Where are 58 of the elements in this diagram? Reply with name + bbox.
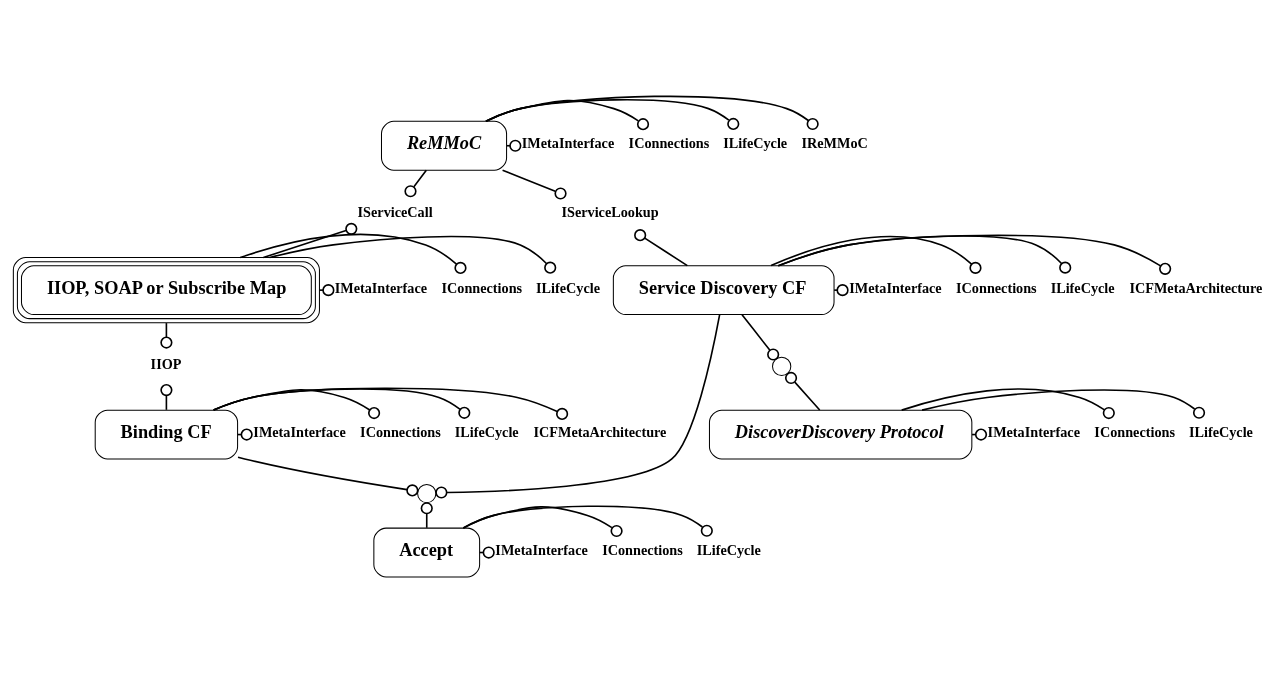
node-text: ILifeCycle (536, 279, 601, 296)
connector (634, 229, 689, 267)
connector (485, 99, 650, 131)
connector (237, 456, 419, 497)
node-text: IMetaInterface (495, 542, 588, 559)
node-text: IConnections (441, 279, 523, 296)
node-text: IServiceLookup (561, 203, 659, 220)
connector (420, 502, 433, 529)
node-text: ICFMetaArchitecture (1129, 279, 1263, 296)
connector (921, 389, 1206, 419)
node-text: IMetaInterface (334, 279, 428, 296)
node-box: IIOP, SOAP or Subscribe Map (12, 257, 320, 324)
node-text: IServiceCall (357, 203, 433, 220)
connector (501, 169, 567, 200)
node-box: Accept (373, 527, 481, 578)
connector (268, 235, 557, 274)
node-box: DiscoverDiscovery Protocol (708, 409, 973, 460)
node-box: Binding CF (94, 409, 239, 460)
node-circle (772, 356, 792, 377)
connector (435, 314, 721, 499)
connector (770, 235, 982, 274)
node-box: Service Discovery CF (612, 265, 835, 316)
connector (462, 506, 623, 538)
connector (212, 387, 569, 421)
connector (784, 371, 821, 411)
node-circle (417, 483, 437, 504)
node-text: IMetaInterface (253, 424, 346, 441)
node-text: IConnections (1094, 424, 1175, 441)
connector (262, 222, 358, 259)
connector (212, 388, 381, 420)
node-text: ILifeCycle (454, 424, 519, 441)
node-box: ReMMoC (381, 120, 508, 171)
connector (404, 169, 428, 198)
node-text: IMetaInterface (849, 279, 942, 296)
connector (900, 388, 1115, 420)
node-text: ICFMetaArchitecture (533, 424, 667, 441)
node-text: ILifeCycle (1188, 424, 1253, 441)
connector (741, 313, 780, 361)
node-text: IConnections (602, 542, 683, 559)
connector (239, 233, 467, 274)
node-text: IConnections (628, 135, 710, 152)
node-text: IMetaInterface (521, 135, 615, 152)
connector (318, 284, 335, 297)
connector (777, 234, 1172, 275)
node-text: IMetaInterface (987, 424, 1080, 441)
node-text: IConnections (360, 424, 441, 441)
connector (462, 505, 713, 537)
node-text: ILifeCycle (696, 542, 761, 559)
node-text: IIOP (150, 356, 182, 373)
node-text: ILifeCycle (1050, 279, 1115, 296)
node-text: IReMMoC (801, 135, 868, 152)
node-text: IConnections (956, 279, 1037, 296)
connector (777, 235, 1072, 274)
connector (833, 284, 849, 297)
connector (485, 99, 740, 131)
node-text: ILifeCycle (723, 135, 788, 152)
connector (212, 388, 471, 419)
connector (485, 95, 819, 131)
